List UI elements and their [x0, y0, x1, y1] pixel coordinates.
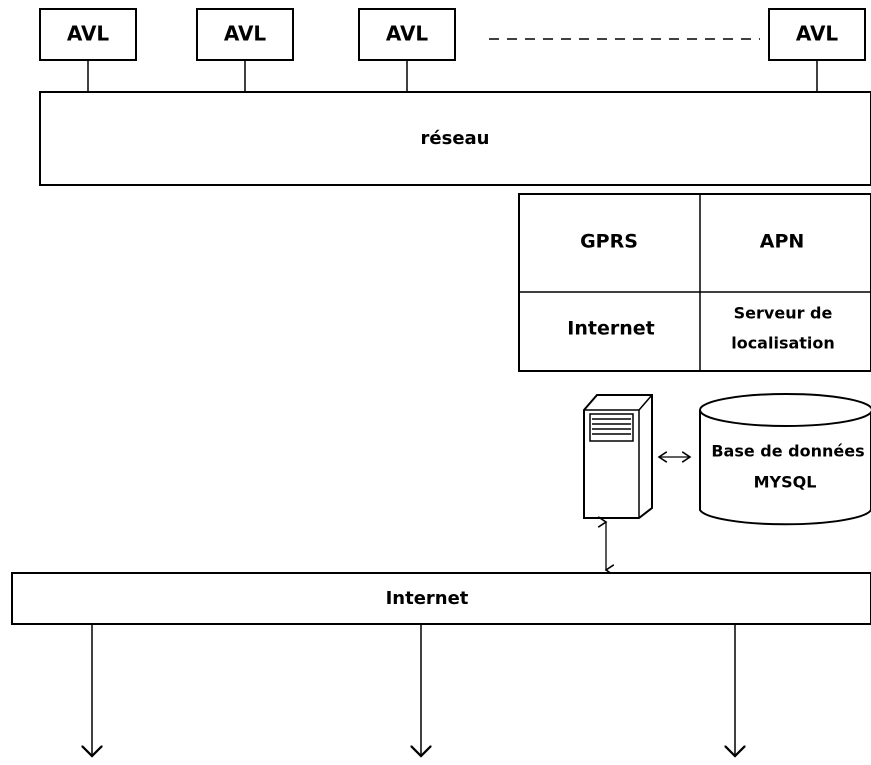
- database-icon: Base de données MYSQL: [699, 393, 871, 526]
- internet-bar: Internet: [11, 572, 871, 625]
- avl-label: AVL: [224, 22, 267, 46]
- avl-label: AVL: [386, 22, 429, 46]
- network-bar: réseau: [39, 91, 871, 186]
- internet-cell-label: Internet: [567, 318, 654, 340]
- server-label-line2: localisation: [731, 334, 835, 353]
- database-label-line1: Base de données: [711, 442, 864, 461]
- network-grid: GPRS APN Internet Serveur de localisatio…: [518, 193, 871, 372]
- server-icon: [583, 394, 653, 519]
- gprs-label: GPRS: [580, 231, 638, 253]
- avl-label: AVL: [796, 22, 839, 46]
- avl-device: AVL: [768, 8, 866, 91]
- avl-device: AVL: [196, 8, 294, 91]
- avl-device: AVL: [358, 8, 456, 91]
- server-label-line1: Serveur de: [734, 304, 833, 323]
- apn-label: APN: [760, 231, 805, 253]
- network-label: réseau: [421, 128, 490, 149]
- avl-device: AVL: [39, 8, 137, 91]
- internet-bar-label: Internet: [386, 588, 469, 609]
- avl-label: AVL: [67, 22, 110, 46]
- database-label-line2: MYSQL: [754, 473, 817, 492]
